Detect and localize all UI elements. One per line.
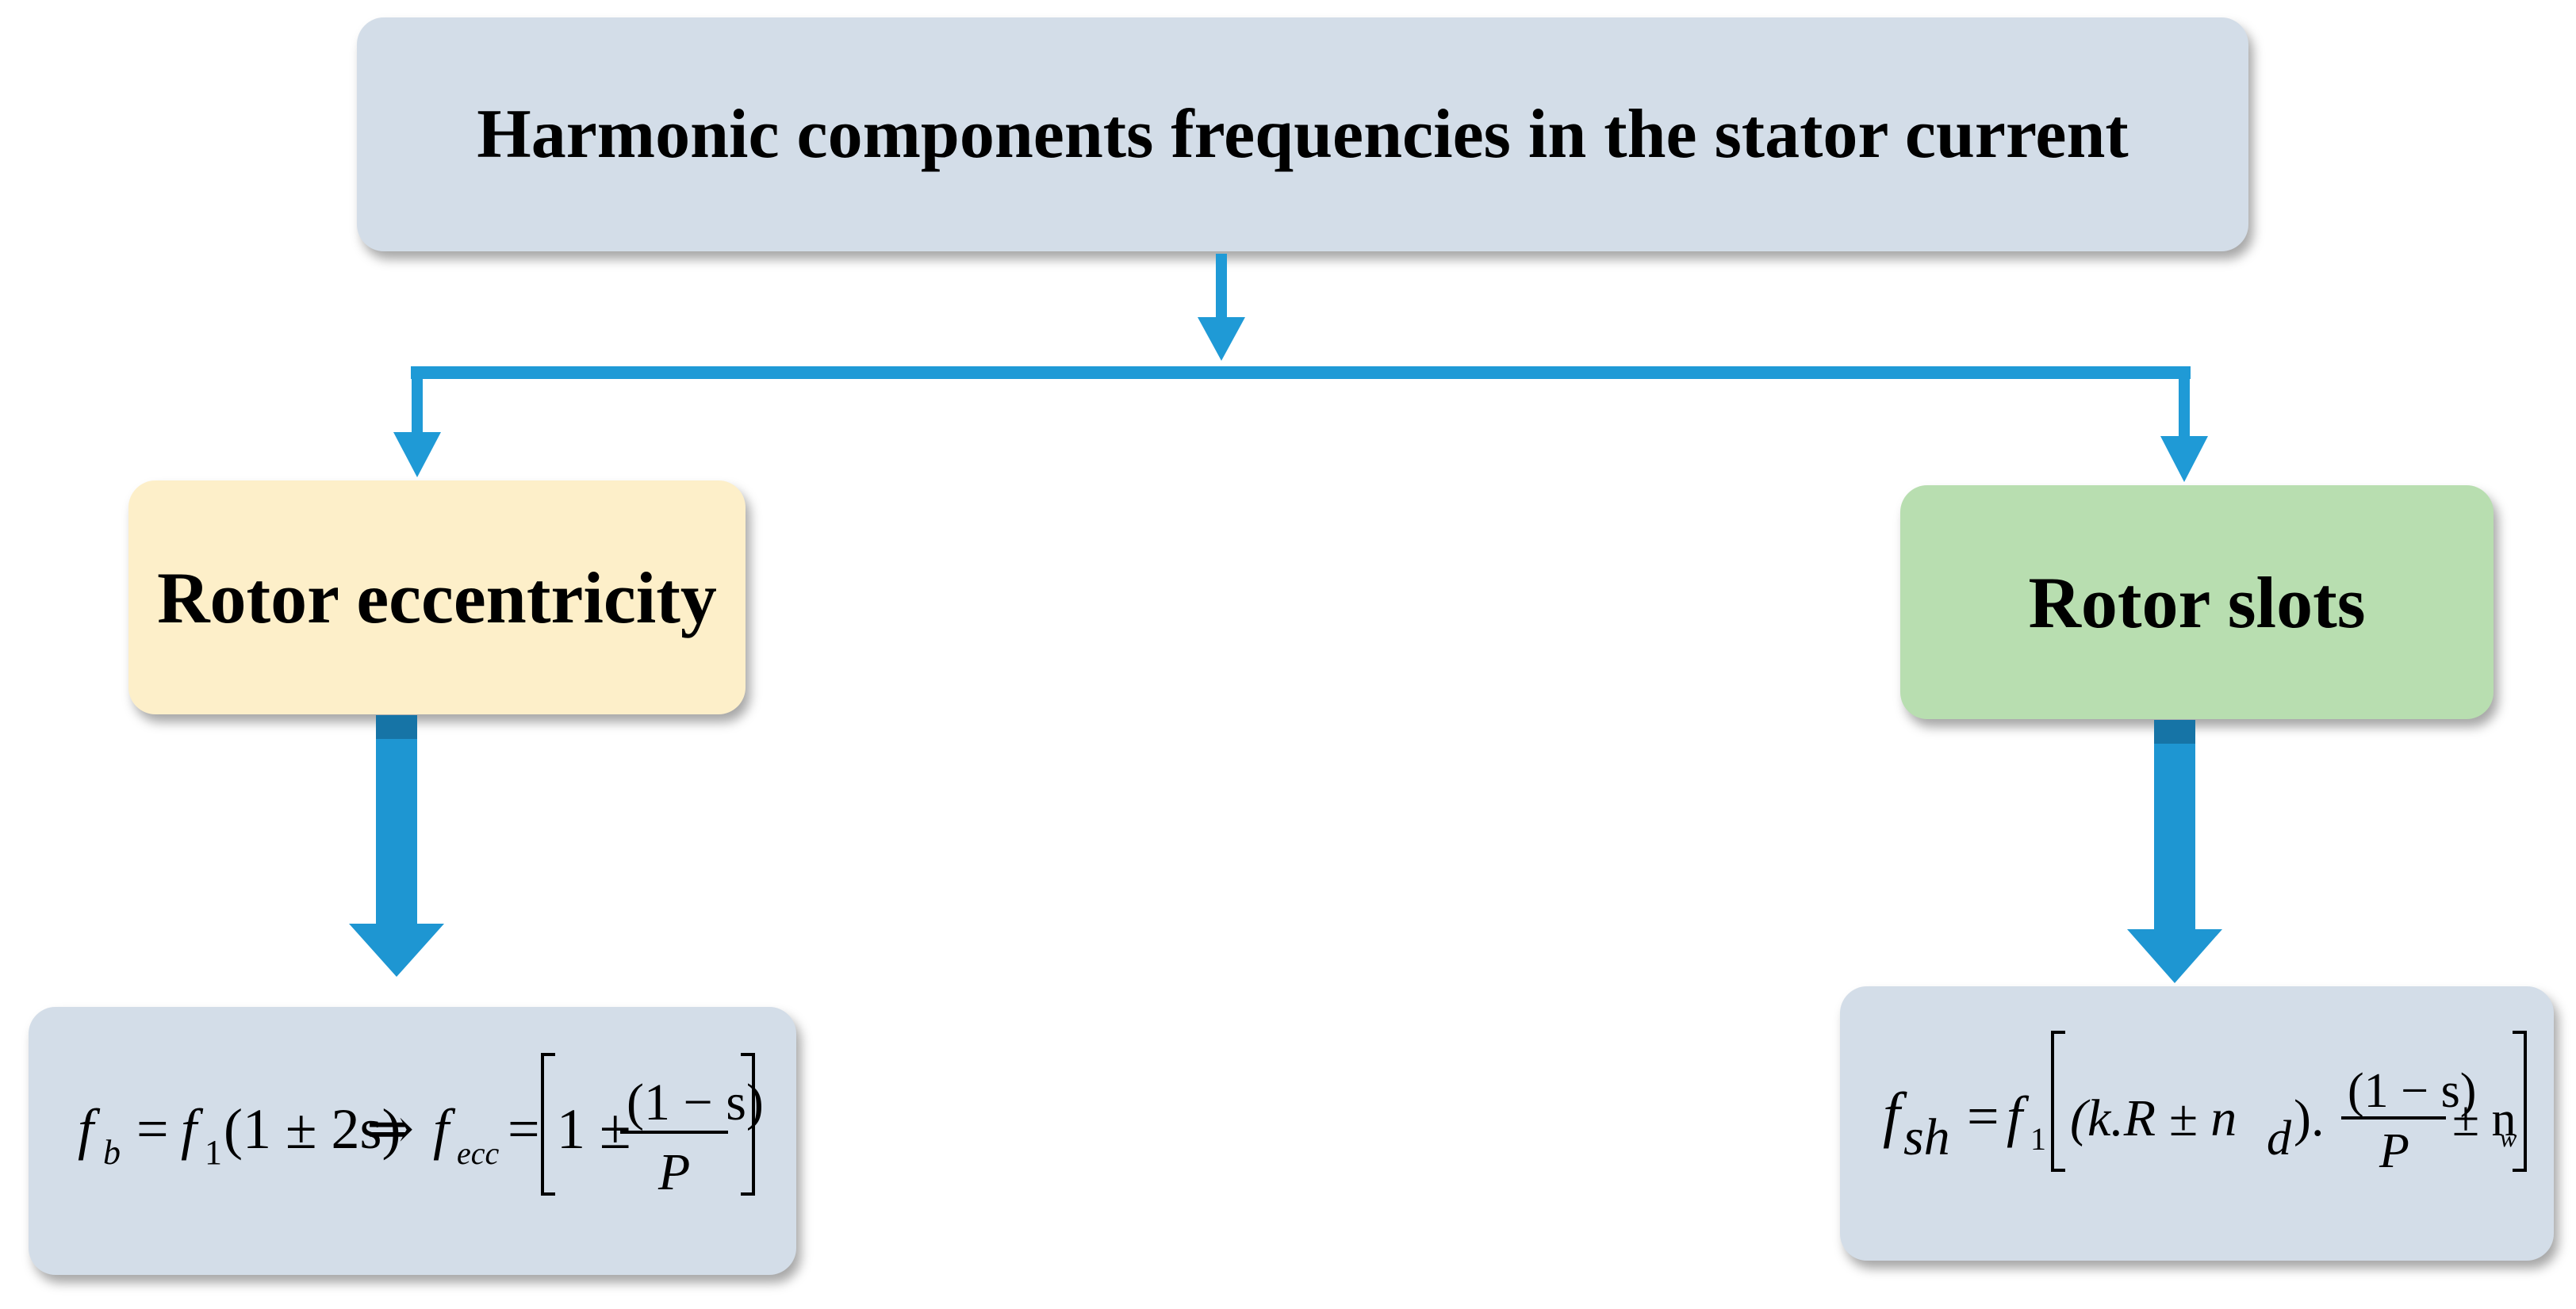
- eq2-equals: =: [1967, 1085, 1999, 1148]
- eq1-equals-2: =: [508, 1097, 540, 1161]
- equation-eccentricity: f b = f 1 (1 ± 2s) ⇒ f ecc = 1 ± (1 − s)…: [78, 1053, 764, 1201]
- node-rotor-slots-label: Rotor slots: [2028, 561, 2366, 643]
- block-arrow-eccentricity: [349, 715, 444, 977]
- eq2-denominator: P: [2379, 1124, 2409, 1178]
- eq2-sub-d: d: [2267, 1112, 2292, 1165]
- eq2-sub-sh: sh: [1903, 1108, 1950, 1166]
- eq1-f2: f: [433, 1097, 456, 1161]
- equation-box-slots: [1840, 986, 2554, 1261]
- eq2-numerator: (1 − s): [2348, 1064, 2476, 1118]
- title-box: Harmonic components frequencies in the s…: [357, 17, 2248, 251]
- eq1-equals: =: [136, 1097, 169, 1161]
- eq1-one-pm: 1 ±: [557, 1097, 631, 1161]
- connector-title-down: [1198, 254, 1245, 361]
- eq2-f1: f: [2007, 1085, 2030, 1148]
- eq1-denominator: P: [657, 1143, 690, 1201]
- eq1-implies: ⇒: [366, 1097, 414, 1161]
- eq1-f1: f: [181, 1097, 204, 1161]
- equation-slots: f sh = f 1 (k.R ± n d ). (1 − s) P ± n w: [1883, 1031, 2527, 1178]
- block-arrow-slots: [2127, 720, 2222, 983]
- eq2-bracket-left: [2051, 1031, 2065, 1172]
- equation-box-eccentricity: [29, 1007, 796, 1275]
- connector-to-eccentricity: [393, 373, 441, 477]
- eq2-term-close: ).: [2294, 1089, 2324, 1147]
- node-rotor-eccentricity-label: Rotor eccentricity: [157, 557, 717, 638]
- eq1-paren-term: (1 ± 2s): [224, 1097, 401, 1161]
- eq1-sub-ecc: ecc: [457, 1135, 500, 1171]
- eq1-bracket-left: [541, 1053, 555, 1196]
- node-rotor-slots: Rotor slots: [1900, 485, 2494, 719]
- eq1-sub-b: b: [103, 1133, 121, 1172]
- eq2-term: (k.R ± n: [2070, 1089, 2237, 1147]
- diagram-title: Harmonic components frequencies in the s…: [477, 96, 2129, 173]
- eq2-pm-n: ± n: [2452, 1093, 2517, 1146]
- eq1-numerator: (1 − s): [627, 1074, 764, 1131]
- eq2-bracket-right: [2513, 1031, 2527, 1172]
- eq1-bracket-right: [741, 1053, 755, 1196]
- node-rotor-eccentricity: Rotor eccentricity: [128, 480, 746, 714]
- eq2-sub-1: 1: [2030, 1121, 2046, 1157]
- eq1-f: f: [78, 1097, 101, 1161]
- eq2-sub-w: w: [2500, 1123, 2517, 1152]
- connector-to-slots: [2160, 373, 2208, 482]
- eq1-sub-1: 1: [205, 1133, 222, 1172]
